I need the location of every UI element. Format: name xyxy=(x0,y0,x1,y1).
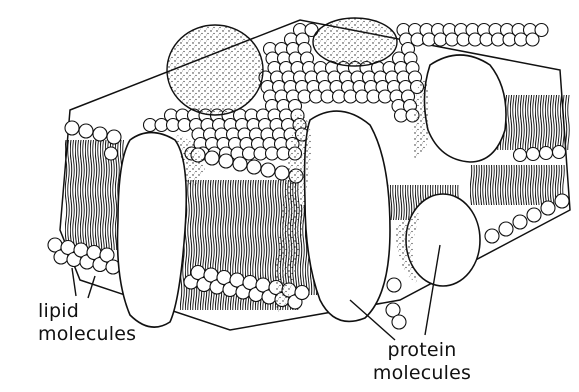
protein-label-line2: molecules xyxy=(352,362,492,385)
lipid-head xyxy=(387,278,401,292)
lipid-head xyxy=(219,154,233,168)
lipid-head xyxy=(541,201,555,215)
lipid-head xyxy=(233,157,247,171)
lipid-head xyxy=(295,286,309,300)
protein-front-left xyxy=(118,133,187,328)
lipid-head xyxy=(540,147,553,160)
protein-molecules-label: protein molecules xyxy=(352,339,492,385)
lipid-head xyxy=(555,194,569,208)
lipid-head xyxy=(65,121,79,135)
protein-right-upper xyxy=(424,55,506,162)
protein-center xyxy=(305,111,390,321)
lipid-leader-line-1 xyxy=(72,268,76,296)
lipid-head xyxy=(205,151,219,165)
lipid-head xyxy=(392,315,406,329)
lipid-head xyxy=(553,146,566,159)
protein-top-left xyxy=(167,25,263,115)
lipid-label-line1: lipid xyxy=(38,300,158,323)
lipid-head xyxy=(105,147,118,160)
lipid-head xyxy=(499,222,513,236)
protein-right-lower xyxy=(406,194,480,286)
lipid-head xyxy=(107,130,121,144)
lipid-head xyxy=(93,127,107,141)
lipid-head xyxy=(527,148,540,161)
protein-label-line1: protein xyxy=(352,339,492,362)
lipid-label-line2: molecules xyxy=(38,323,158,346)
lipid-head xyxy=(79,124,93,138)
lipid-molecules-label: lipid molecules xyxy=(38,300,158,346)
protein-top-center xyxy=(313,18,397,66)
lipid-head xyxy=(526,33,539,46)
lipid-head xyxy=(514,149,527,162)
lipid-head xyxy=(247,160,261,174)
lipid-head xyxy=(261,163,275,177)
lipid-head xyxy=(485,229,499,243)
lipid-head xyxy=(513,215,527,229)
lipid-head xyxy=(527,208,541,222)
